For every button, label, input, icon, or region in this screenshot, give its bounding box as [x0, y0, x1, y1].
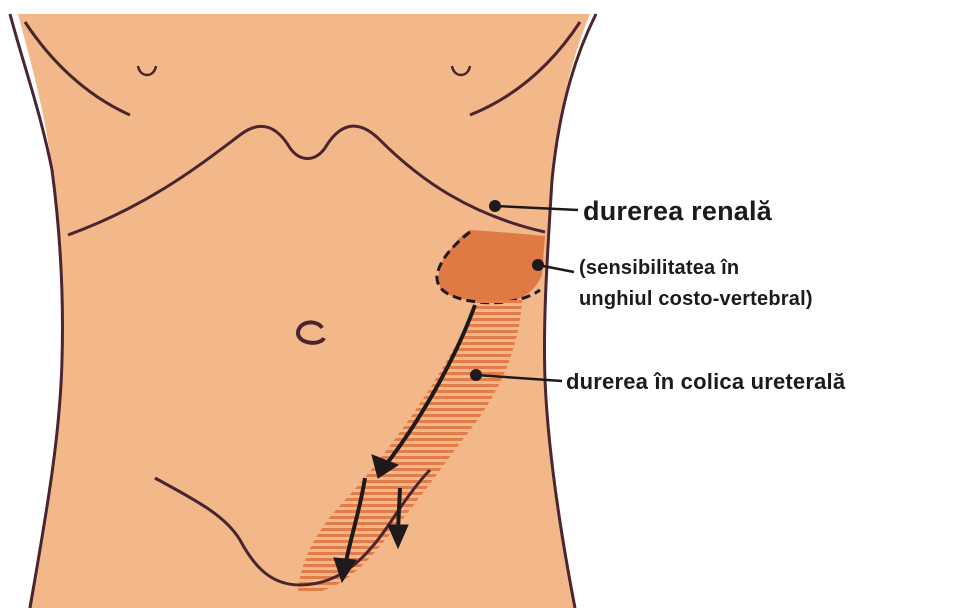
label-cva-tenderness-line1: (sensibilitatea în	[579, 257, 739, 280]
label-cva-tenderness-line2: unghiul costo-vertebral)	[579, 288, 813, 311]
label-renal-pain: durerea renală	[583, 196, 772, 227]
leader-cva	[532, 259, 574, 272]
arrow-right-path	[398, 488, 400, 530]
label-ureteral-colic-pain: durerea în colica ureterală	[566, 369, 845, 395]
